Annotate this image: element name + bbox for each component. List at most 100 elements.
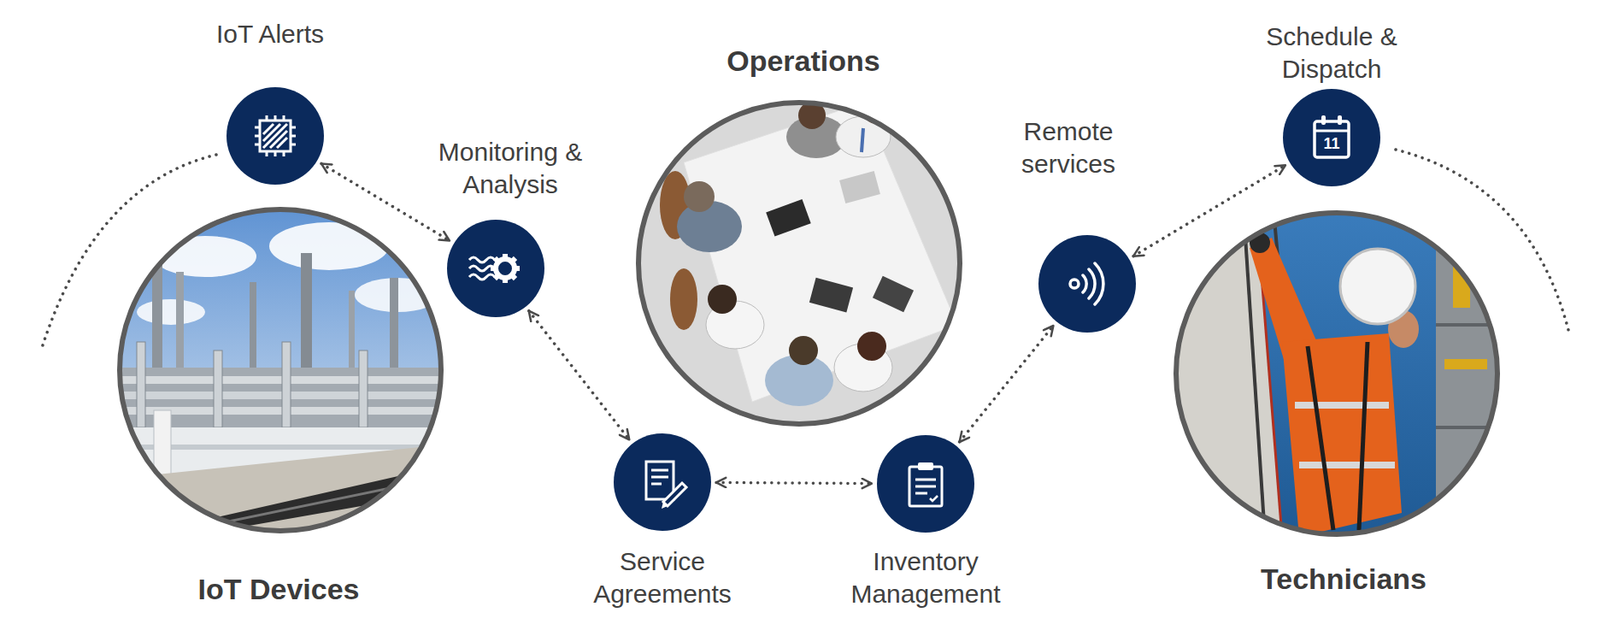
label-box: Monitoring & Analysis (411, 135, 609, 200)
technician-photo (1294, 401, 1389, 409)
doc-icon (661, 501, 668, 509)
meeting-photo (861, 128, 864, 153)
label-box: Inventory Management (829, 545, 1023, 610)
plant-photo (282, 341, 291, 428)
icon-node: IoT Alerts (226, 87, 324, 185)
dotted-connector (1133, 164, 1286, 256)
doc-icon (646, 461, 687, 509)
icon-node: Inventory Management (876, 435, 975, 533)
calendar-icon (1314, 129, 1349, 133)
label-box: Service Agreements (575, 545, 751, 610)
icon-node: Service Agreements (613, 433, 712, 531)
node-label: Monitoring & Analysis (411, 135, 609, 200)
label-box: Schedule & Dispatch (1246, 20, 1418, 85)
icon-circle (613, 433, 712, 531)
meeting-photo (683, 102, 958, 402)
gear-icon (495, 258, 515, 278)
doc-icon (663, 482, 687, 506)
icon-circle (226, 87, 324, 185)
calendar-number: 11 (1312, 135, 1351, 154)
node-title: IoT Devices (158, 570, 399, 608)
calendar-icon (1321, 115, 1326, 125)
meeting-photo (857, 331, 887, 361)
signal-icon (1070, 263, 1104, 305)
photo-node: IoT Devices (117, 206, 444, 534)
doc-icon (646, 461, 674, 500)
meeting-photo (835, 116, 891, 158)
label-box: IoT Alerts (184, 17, 356, 51)
icon-circle (1282, 88, 1381, 187)
chip-icon (263, 123, 288, 148)
icon-circle (876, 435, 975, 533)
meeting-photo (670, 268, 698, 330)
icon-circle (226, 87, 324, 185)
meeting-photo (683, 181, 715, 212)
dotted-connector (716, 482, 872, 483)
label-box: IoT Devices (158, 570, 399, 608)
meeting-photo (839, 170, 881, 204)
plant-photo (136, 341, 146, 428)
photo-node: Technicians (1173, 210, 1500, 537)
icon-circle (1038, 235, 1136, 333)
meeting-photo (809, 277, 853, 313)
node-label: Inventory Management (829, 545, 1023, 610)
gear-icon (469, 253, 520, 283)
dotted-connector (321, 163, 450, 241)
chip-icon (259, 120, 291, 152)
technician-photo (1282, 333, 1402, 537)
clip-icon (909, 466, 942, 506)
plant-photo (170, 476, 444, 534)
gear-icon (469, 257, 495, 280)
node-label: Schedule & Dispatch (1246, 20, 1418, 85)
meeting-photo (788, 335, 818, 365)
meeting-photo (635, 98, 963, 427)
technician-photo (1173, 210, 1505, 537)
icon-circle (447, 219, 545, 318)
photo-frame (117, 206, 444, 534)
icon-circle (1038, 235, 1136, 333)
meeting-photo (765, 199, 812, 237)
meeting-photo (707, 284, 737, 314)
plant-photo (117, 444, 444, 534)
label-box: Remote services (998, 115, 1140, 180)
plant-photo (358, 350, 368, 428)
icon-circle (613, 433, 712, 531)
meeting-photo (872, 276, 914, 312)
clip-icon (917, 462, 934, 471)
chip-icon (254, 115, 296, 157)
icon-circle (876, 435, 975, 533)
technician-photo (1299, 461, 1395, 469)
plant-photo (117, 206, 444, 534)
icon-node: Monitoring & Analysis (447, 219, 545, 318)
plant-photo (213, 350, 223, 428)
photo-frame (635, 100, 963, 427)
node-title: Technicians (1223, 560, 1464, 598)
doc-icon (651, 470, 669, 484)
technician-photo (1358, 341, 1368, 530)
clip-icon (909, 462, 942, 506)
photo-node: Operations (635, 100, 963, 427)
technician-photo (1435, 323, 1505, 327)
node-label: Service Agreements (575, 545, 751, 610)
dotted-connector (529, 311, 630, 441)
plant-photo (136, 299, 206, 325)
clip-icon (929, 495, 938, 501)
calendar-icon (1337, 115, 1342, 125)
dotted-connector (959, 325, 1054, 442)
chip-icon (254, 115, 296, 157)
connectors (321, 163, 1286, 483)
plant-photo (117, 391, 444, 400)
plant-photo (269, 222, 389, 271)
icon-node: Remote services (1038, 235, 1136, 333)
label-box: 11 (1312, 135, 1351, 154)
technician-photo (1340, 248, 1416, 324)
label-box: Technicians (1223, 560, 1464, 598)
node-label: IoT Alerts (184, 17, 356, 51)
photo-frame (638, 102, 960, 424)
meeting-photo (676, 200, 742, 253)
technician-photo (1444, 358, 1488, 370)
